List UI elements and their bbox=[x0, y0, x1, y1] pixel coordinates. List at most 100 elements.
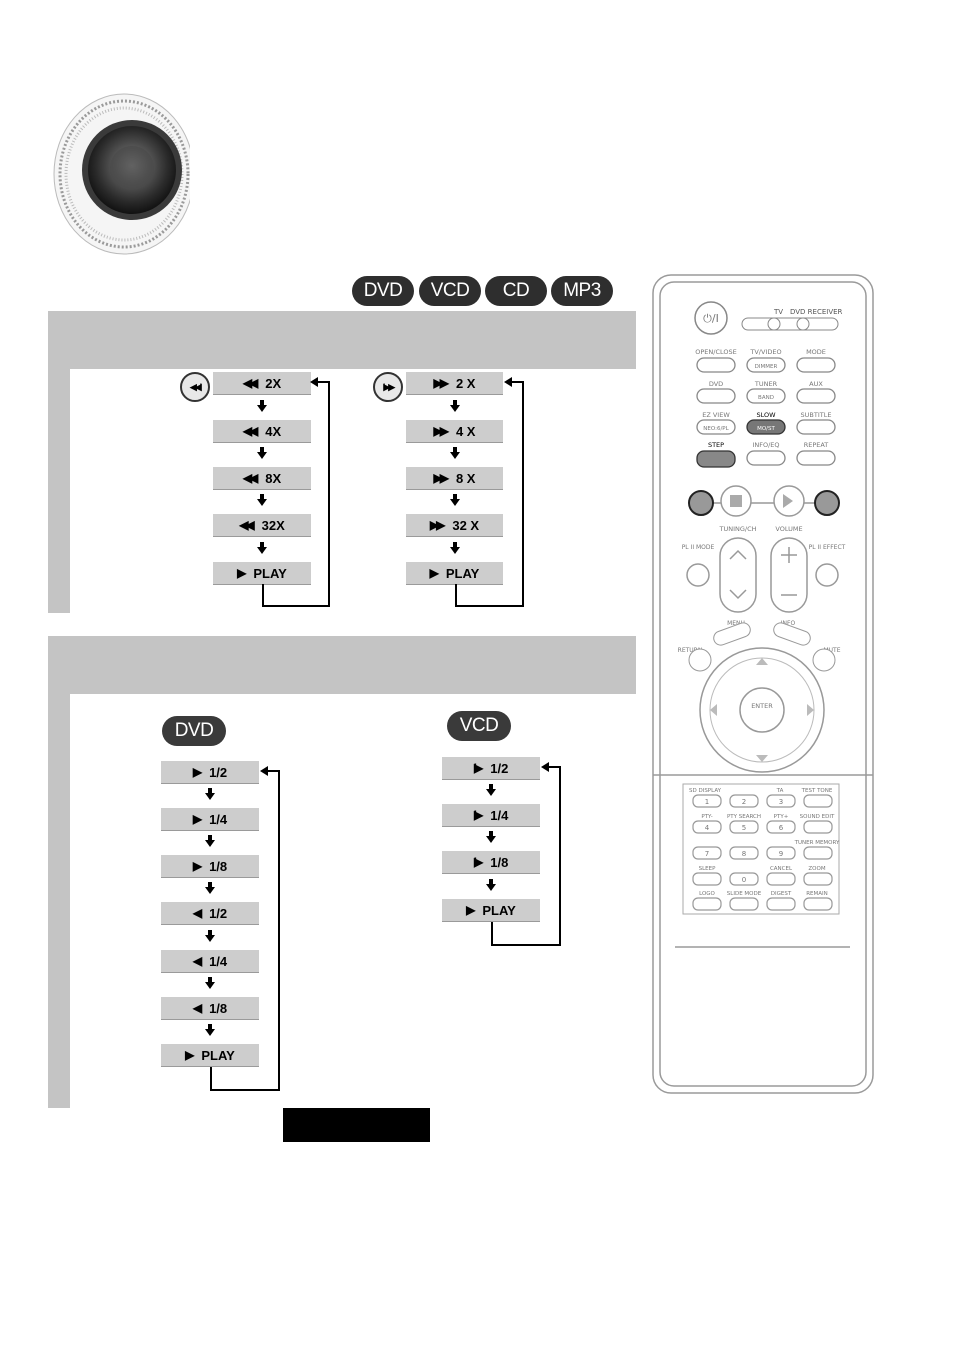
rewind-step-4: ◀◀32X bbox=[213, 514, 311, 537]
svg-text:TUNING/CH: TUNING/CH bbox=[718, 525, 756, 533]
previous-skip-icon: ◀◀I bbox=[180, 372, 210, 402]
svg-text:AUX: AUX bbox=[809, 380, 823, 388]
svg-text:INFO: INFO bbox=[781, 620, 796, 627]
svg-text:PL II MODE: PL II MODE bbox=[682, 544, 715, 551]
svg-text:VOLUME: VOLUME bbox=[775, 525, 802, 533]
svg-text:TUNER: TUNER bbox=[754, 380, 778, 388]
svg-text:MO/ST: MO/ST bbox=[757, 426, 775, 432]
dvd-slow-step-3: ▶1/8 bbox=[161, 855, 259, 878]
forward-step-2: ▶▶4 X bbox=[406, 420, 503, 443]
speaker-disc-logo-icon bbox=[53, 88, 198, 258]
remote-control-illustration: ⏻/I TV DVD RECEIVER OPEN/CLOSE TV/VIDEO … bbox=[652, 274, 874, 1094]
svg-text:PTY-: PTY- bbox=[701, 814, 712, 820]
dvd-receiver-label: DVD RECEIVER bbox=[790, 308, 843, 316]
down-arrow-icon bbox=[205, 788, 215, 800]
svg-text:STEP: STEP bbox=[708, 441, 724, 449]
svg-text:1: 1 bbox=[705, 798, 709, 806]
svg-text:TUNER MEMORY: TUNER MEMORY bbox=[794, 840, 840, 846]
down-arrow-icon bbox=[205, 882, 215, 894]
forward-step-play: ▶PLAY bbox=[406, 562, 503, 585]
svg-text:ZOOM: ZOOM bbox=[808, 866, 825, 872]
svg-text:4: 4 bbox=[705, 824, 710, 832]
dvd-slow-step-2: ▶1/4 bbox=[161, 808, 259, 831]
dvd-slow-step-play: ▶PLAY bbox=[161, 1044, 259, 1067]
badge-vcd-slow: VCD bbox=[447, 711, 511, 741]
svg-text:PL II EFFECT: PL II EFFECT bbox=[809, 544, 846, 551]
power-label: ⏻/I bbox=[703, 312, 719, 325]
down-arrow-icon bbox=[450, 542, 460, 554]
svg-text:0: 0 bbox=[742, 876, 746, 884]
svg-text:SUBTITLE: SUBTITLE bbox=[801, 411, 832, 419]
down-arrow-icon bbox=[486, 879, 496, 891]
down-arrow-icon bbox=[450, 447, 460, 459]
badge-cd: CD bbox=[485, 276, 547, 306]
loop-back-arrow-icon bbox=[491, 762, 561, 946]
down-arrow-icon bbox=[257, 447, 267, 459]
svg-text:BAND: BAND bbox=[758, 395, 774, 401]
loop-back-arrow-icon bbox=[210, 766, 280, 1091]
down-arrow-icon bbox=[450, 494, 460, 506]
down-arrow-icon bbox=[486, 831, 496, 843]
down-arrow-icon bbox=[205, 1024, 215, 1036]
svg-text:PTY SEARCH: PTY SEARCH bbox=[727, 814, 761, 820]
section-header-band-search bbox=[48, 311, 636, 369]
vcd-slow-step-play: ▶PLAY bbox=[442, 899, 540, 922]
badge-mp3: MP3 bbox=[551, 276, 613, 306]
loop-back-arrow-icon bbox=[262, 377, 330, 607]
svg-text:2: 2 bbox=[742, 798, 746, 806]
svg-text:REPEAT: REPEAT bbox=[804, 441, 829, 449]
svg-text:SLIDE MODE: SLIDE MODE bbox=[727, 891, 762, 897]
svg-text:DVD: DVD bbox=[709, 380, 723, 388]
svg-text:TEST TONE: TEST TONE bbox=[801, 788, 833, 794]
rewind-step-3: ◀◀8X bbox=[213, 467, 311, 490]
down-arrow-icon bbox=[205, 977, 215, 989]
svg-text:CANCEL: CANCEL bbox=[770, 866, 793, 872]
svg-text:RETURN: RETURN bbox=[678, 647, 703, 654]
svg-text:EZ VIEW: EZ VIEW bbox=[702, 411, 730, 419]
tv-label: TV bbox=[773, 308, 783, 316]
svg-text:SOUND EDIT: SOUND EDIT bbox=[800, 814, 835, 820]
svg-text:SLEEP: SLEEP bbox=[699, 866, 717, 872]
forward-step-4: ▶▶32 X bbox=[406, 514, 503, 537]
svg-text:MODE: MODE bbox=[806, 348, 826, 356]
svg-text:9: 9 bbox=[779, 850, 783, 858]
svg-text:7: 7 bbox=[705, 850, 709, 858]
svg-text:PTY+: PTY+ bbox=[774, 814, 789, 820]
vcd-slow-step-2: I▶1/4 bbox=[442, 804, 540, 827]
next-skip-icon: I▶▶ bbox=[373, 372, 403, 402]
svg-text:OPEN/CLOSE: OPEN/CLOSE bbox=[695, 348, 736, 356]
rewind-step-1: ◀◀2X bbox=[213, 372, 311, 395]
down-arrow-icon bbox=[257, 400, 267, 412]
forward-step-1: ▶▶2 X bbox=[406, 372, 503, 395]
svg-text:6: 6 bbox=[779, 824, 784, 832]
badge-dvd: DVD bbox=[352, 276, 414, 306]
section-sidebar-search bbox=[48, 369, 70, 613]
svg-text:DIMMER: DIMMER bbox=[755, 364, 778, 370]
down-arrow-icon bbox=[205, 835, 215, 847]
vcd-slow-step-1: I▶1/2 bbox=[442, 757, 540, 780]
svg-text:TV/VIDEO: TV/VIDEO bbox=[749, 348, 781, 356]
svg-text:LOGO: LOGO bbox=[699, 891, 715, 897]
svg-text:8: 8 bbox=[742, 850, 746, 858]
power-button bbox=[694, 301, 728, 335]
svg-text:MUTE: MUTE bbox=[823, 647, 840, 654]
svg-text:INFO/EQ: INFO/EQ bbox=[752, 441, 779, 449]
badge-dvd-slow: DVD bbox=[162, 716, 226, 746]
down-arrow-icon bbox=[205, 930, 215, 942]
svg-text:3: 3 bbox=[779, 798, 783, 806]
svg-text:5: 5 bbox=[742, 824, 746, 832]
dvd-slow-step-5: ◀1/4 bbox=[161, 950, 259, 973]
section-sidebar-slow bbox=[48, 694, 70, 1108]
svg-text:SD DISPLAY: SD DISPLAY bbox=[689, 788, 722, 794]
svg-text:TA: TA bbox=[776, 788, 784, 794]
down-arrow-icon bbox=[257, 542, 267, 554]
dvd-slow-step-1: ▶1/2 bbox=[161, 761, 259, 784]
vcd-slow-step-3: I▶1/8 bbox=[442, 851, 540, 874]
dvd-slow-step-6: ◀1/8 bbox=[161, 997, 259, 1020]
rewind-step-2: ◀◀4X bbox=[213, 420, 311, 443]
badge-vcd: VCD bbox=[419, 276, 481, 306]
down-arrow-icon bbox=[450, 400, 460, 412]
down-arrow-icon bbox=[257, 494, 267, 506]
svg-text:REMAIN: REMAIN bbox=[806, 891, 828, 897]
svg-text:MENU: MENU bbox=[727, 620, 745, 627]
